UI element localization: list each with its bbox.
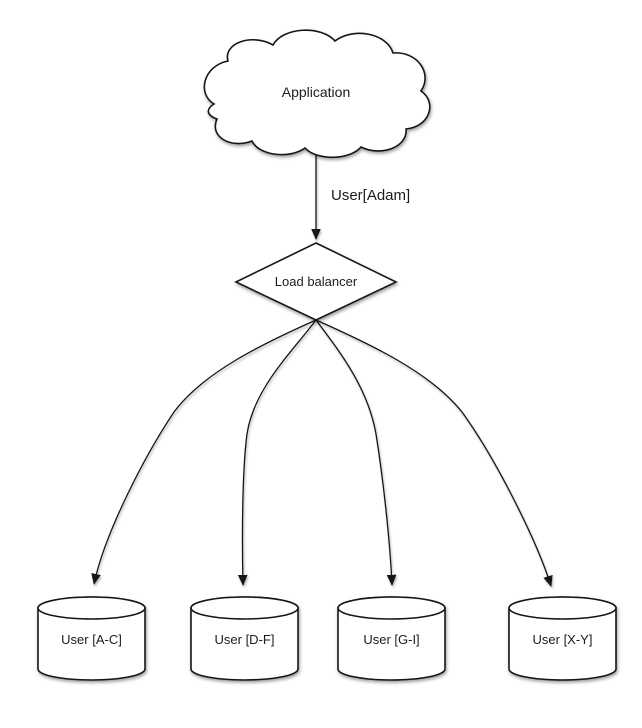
arrow-lb-to-shard-3 [315,319,397,586]
cylinder-top [37,596,146,620]
cloud-shape [203,29,431,159]
edges-loadbalancer-to-shards [91,319,553,587]
arrow-lb-to-shard-1 [91,319,317,585]
node-shard-3: User [G-I] [337,596,446,681]
node-load-balancer: Load balancer [234,242,398,321]
diamond-shape [234,242,398,321]
edge-label-user-adam: User[Adam] [331,187,410,204]
node-shard-2: User [D-F] [190,596,299,681]
node-shard-1: User [A-C] [37,596,146,681]
node-shard-1-label: User [A-C] [61,632,122,647]
node-application-label: Application [282,84,351,100]
node-shard-4: User [X-Y] [508,596,617,681]
node-load-balancer-label: Load balancer [275,274,358,289]
cylinder-top [337,596,446,620]
cylinder-top [190,596,299,620]
node-shard-4-label: User [X-Y] [533,632,593,647]
cylinder-top [508,596,617,620]
arrow-lb-to-shard-2 [237,319,317,586]
node-shard-2-label: User [D-F] [215,632,275,647]
node-shard-3-label: User [G-I] [363,632,419,647]
arrow-lb-to-shard-4 [315,319,553,587]
node-application: Application [203,29,431,159]
